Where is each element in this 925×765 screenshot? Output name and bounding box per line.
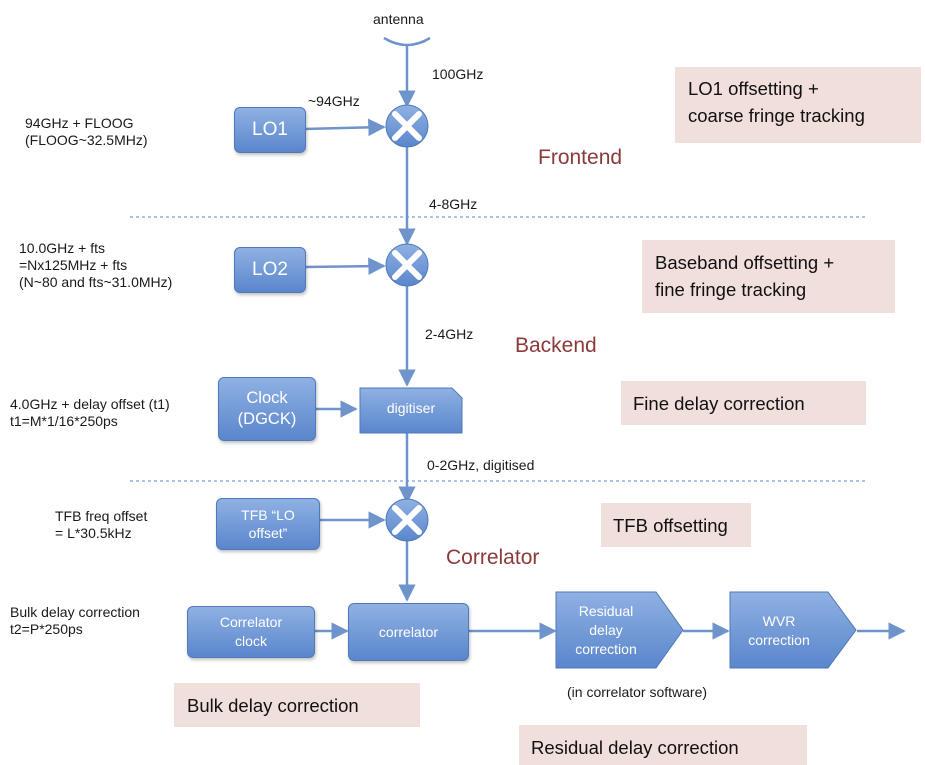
tfb-side-label: TFB freq offset = L*30.5kHz (55, 508, 147, 542)
mixer-3-icon (385, 498, 429, 542)
software-note-label: (in correlator software) (567, 684, 708, 700)
correlator-clock-block: Correlator clock (187, 606, 315, 658)
lo2-block: LO2 (234, 247, 306, 293)
tfb-side-line-2: = L*30.5kHz (55, 525, 132, 541)
digitiser-block (359, 387, 463, 434)
residual-block-line-1: Residual (578, 603, 634, 619)
clock-side-line-1: 4.0GHz + delay offset (t1) (10, 396, 170, 412)
clock-side-label: 4.0GHz + delay offset (t1) t1=M*1/16*250… (10, 396, 170, 430)
correlator-block: correlator (348, 603, 469, 661)
digitiser-block-label: digitiser (386, 400, 436, 416)
corr-clock-block-line-1: Correlator (219, 614, 283, 630)
section-title-backend: Backend (515, 334, 597, 357)
wvr-correction-block (729, 591, 857, 669)
note-bulk-delay: Bulk delay correction (174, 683, 420, 727)
antenna-label: antenna (373, 11, 424, 27)
note-lo1-offsetting: LO1 offsetting + coarse fringe tracking (675, 67, 921, 143)
clock-block: Clock (DGCK) (218, 377, 316, 441)
lo2-side-line-2: =Nx125MHz + fts (19, 257, 128, 273)
lo2-block-label: LO2 (252, 259, 288, 280)
bulk-side-line-1: Bulk delay correction (10, 604, 140, 620)
note-lo1-line-1: LO1 offsetting + (688, 78, 819, 99)
lo1-side-line-2: (FLOOG~32.5MHz) (25, 132, 148, 148)
tfb-lo-block-line-1: TFB “LO (241, 507, 295, 523)
rf-freq-label: 100GHz (432, 66, 484, 82)
tfb-side-line-1: TFB freq offset (55, 508, 148, 524)
note-lo1-line-2: coarse fringe tracking (688, 105, 865, 126)
note-fine-delay-line-1: Fine delay correction (633, 393, 805, 414)
residual-block-line-3: correction (575, 641, 637, 657)
if2-label: 2-4GHz (425, 326, 474, 342)
note-tfb-line-1: TFB offsetting (613, 515, 728, 536)
note-residual-delay: Residual delay correction (519, 725, 807, 765)
if1-label: 4-8GHz (429, 196, 478, 212)
note-fine-delay: Fine delay correction (621, 381, 866, 425)
tfb-lo-offset-block: TFB “LO offset” (216, 498, 320, 550)
tfb-lo-block-line-2: offset” (248, 525, 288, 541)
section-title-correlator: Correlator (446, 546, 540, 569)
lo2-side-line-1: 10.0GHz + fts (19, 240, 105, 256)
lo2-side-line-3: (N~80 and fts~31.0MHz) (19, 274, 173, 290)
lo1-freq-label: ~94GHz (308, 93, 360, 109)
note-baseband-offsetting: Baseband offsetting + fine fringe tracki… (642, 240, 895, 313)
note-baseband-line-2: fine fringe tracking (655, 279, 807, 300)
correlator-block-label: correlator (378, 624, 439, 640)
note-tfb-offsetting: TFB offsetting (601, 503, 751, 547)
bulk-side-line-2: t2=P*250ps (10, 621, 83, 637)
signal-line-lo2-mixer2 (303, 257, 386, 275)
clock-block-line-1: Clock (246, 389, 288, 407)
residual-block-line-2: delay (589, 622, 623, 638)
corr-clock-block-line-2: clock (235, 633, 267, 649)
lo1-block: LO1 (234, 107, 306, 153)
antenna-icon (383, 36, 431, 47)
residual-delay-block (555, 591, 684, 669)
residual-block-label: Residual delay correction (556, 602, 656, 659)
clock-block-line-2: (DGCK) (237, 410, 297, 428)
lo1-side-label: 94GHz + FLOOG (FLOOG~32.5MHz) (25, 115, 148, 149)
clock-side-line-2: t1=M*1/16*250ps (10, 413, 118, 429)
mixer-2-icon (385, 243, 429, 287)
wvr-block-line-1: WVR (762, 613, 796, 629)
digitised-label: 0-2GHz, digitised (427, 457, 535, 473)
wvr-block-line-2: correction (748, 632, 810, 648)
note-baseband-line-1: Baseband offsetting + (655, 252, 835, 273)
note-bulk-line-1: Bulk delay correction (187, 695, 359, 716)
lo1-side-line-1: 94GHz + FLOOG (25, 115, 134, 131)
mixer-1-icon (385, 104, 429, 148)
lo2-side-label: 10.0GHz + fts =Nx125MHz + fts (N~80 and … (19, 240, 172, 291)
bulk-side-label: Bulk delay correction t2=P*250ps (10, 604, 140, 638)
wvr-block-label: WVR correction (730, 612, 828, 650)
signal-line-lo1-mixer1 (303, 118, 386, 137)
section-title-frontend: Frontend (538, 146, 623, 169)
note-residual-line-1: Residual delay correction (531, 737, 739, 758)
lo1-block-label: LO1 (252, 119, 288, 140)
